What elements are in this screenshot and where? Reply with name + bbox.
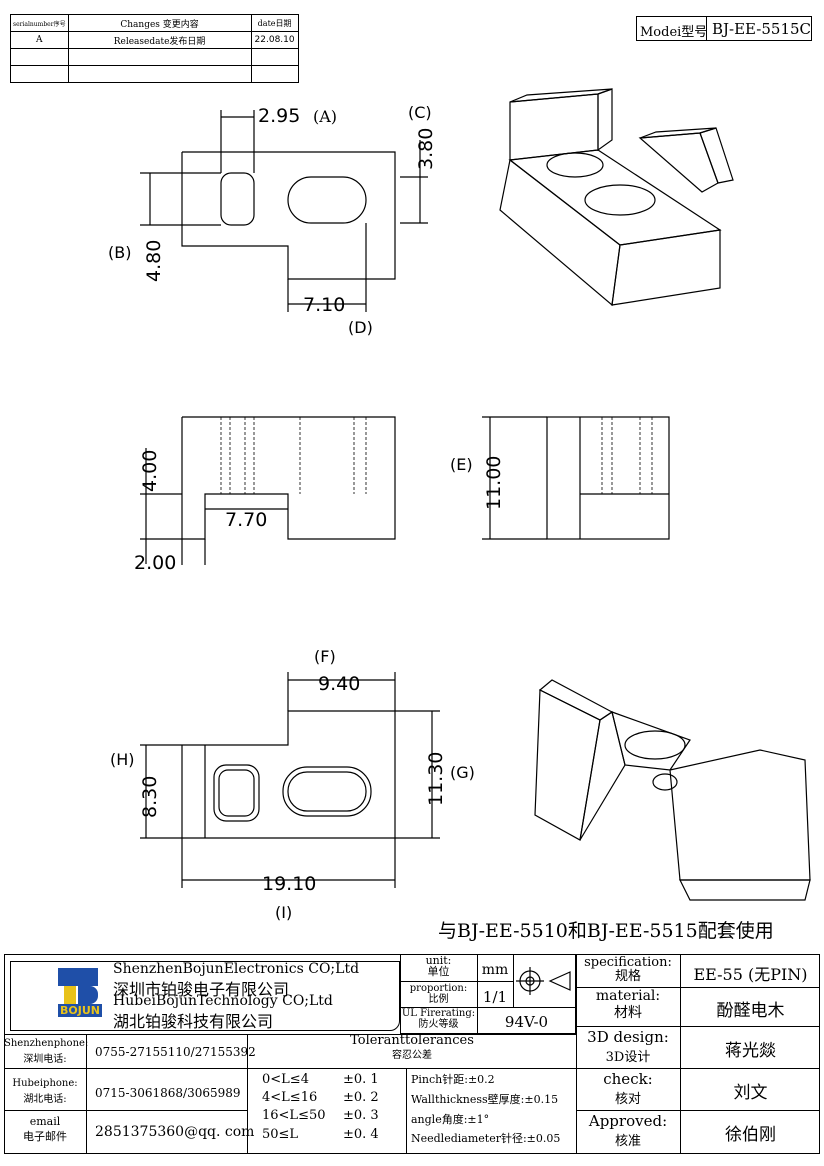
- logo-blue-curve: [78, 986, 98, 1004]
- tol-value-4: ±0. 4: [343, 1127, 379, 1142]
- company-name-cn-2: 湖北铂骏科技有限公司: [113, 1012, 274, 1031]
- tol-note-2: Wallthickness壁厚度:±0.15: [411, 1093, 559, 1106]
- tol-note-4: Needlediameter针径:±0.05: [411, 1132, 561, 1145]
- dim-i: 19.10: [262, 873, 316, 895]
- dim-g: 11.30: [425, 752, 447, 806]
- side-view: [482, 416, 670, 540]
- compatibility-note: 与BJ-EE-5510和BJ-EE-5515配套使用: [438, 920, 774, 942]
- top-view: [140, 110, 428, 312]
- dim-e-tag: (E): [450, 455, 473, 474]
- proportion-label: proportion:比例: [409, 983, 468, 1005]
- contact-value-hubei: 0715-3061868/3065989: [95, 1086, 241, 1100]
- tol-value-1: ±0. 1: [343, 1072, 379, 1087]
- model-value: BJ-EE-5515C: [712, 20, 812, 38]
- tol-value-2: ±0. 2: [343, 1090, 379, 1105]
- dim-a: 2.95: [258, 105, 300, 127]
- dim-c-tag: (C): [408, 103, 432, 122]
- dim-d-tag: (D): [348, 318, 373, 337]
- dim-i-tag: (I): [275, 903, 292, 922]
- revision-header-row: serialnumber序号 Changes 变更内容 date日期: [10, 14, 299, 32]
- dim-h-tag: (H): [110, 750, 135, 769]
- check-value: 刘文: [733, 1083, 768, 1103]
- unit-panel: [400, 954, 576, 1034]
- projection-symbol-icon: [516, 967, 571, 995]
- revision-table: serialnumber序号 Changes 变更内容 date日期 A Rel…: [10, 14, 299, 83]
- design3d-value: 蒋光燚: [725, 1041, 776, 1061]
- contact-value-email: 2851375360@qq. com: [95, 1124, 255, 1140]
- dim-g-tag: (G): [450, 763, 475, 782]
- dim-h: 8.30: [139, 776, 161, 818]
- dim-b-tag: (B): [108, 243, 131, 262]
- spec-value: EE-55 (无PIN): [693, 965, 808, 984]
- dim-f: 9.40: [318, 673, 360, 695]
- dim-c: 3.80: [415, 128, 437, 170]
- spec-panel: [576, 954, 820, 1154]
- company-name-en-1: ShenzhenBojunElectronics CO;Ltd: [113, 961, 360, 977]
- unit-label: unit:单位: [425, 954, 452, 978]
- approved-label: Approved:核准: [588, 1112, 668, 1149]
- contact-label-hubei: Hubeiphone:湖北电话:: [12, 1078, 78, 1105]
- dim-side-4: 4.00: [139, 450, 161, 492]
- dim-side-7-7: 7.70: [225, 509, 267, 531]
- check-label: check:核对: [603, 1070, 653, 1107]
- tol-note-3: angle角度:±1°: [411, 1113, 490, 1126]
- tol-range-4: 50≤L: [262, 1127, 299, 1142]
- isometric-view-bottom: [534, 679, 811, 901]
- logo: BOJUN: [58, 968, 102, 1018]
- revision-date: [250, 65, 299, 83]
- tol-range-1: 0<L≤4: [262, 1072, 309, 1087]
- material-value: 酚醛电木: [716, 1001, 785, 1021]
- dim-b: 4.80: [143, 240, 165, 282]
- tol-range-3: 16<L≤50: [262, 1108, 326, 1123]
- dim-f-tag: (F): [314, 647, 336, 666]
- approved-value: 徐伯刚: [725, 1125, 776, 1145]
- dim-side-2: 2.00: [134, 552, 176, 574]
- ul-value: 94V-0: [504, 1013, 549, 1031]
- isometric-view-top: [499, 88, 734, 307]
- model-label: Modei型号: [640, 25, 708, 40]
- unit-value: mm: [481, 962, 509, 978]
- technical-drawing: 2.95 (A) (C) 3.80 (B) 4.80 7.10 (D) 4.00…: [108, 88, 811, 922]
- spec-label: specification:规格: [584, 955, 672, 984]
- dim-a-tag: (A): [313, 107, 337, 126]
- logo-blue-block: [58, 968, 98, 986]
- material-label: material:材料: [595, 988, 661, 1021]
- tol-range-2: 4<L≤16: [262, 1090, 318, 1105]
- ul-label: UL Firerating:防火等级: [401, 1008, 476, 1030]
- revision-row: [10, 65, 299, 83]
- company-panel: [10, 961, 400, 1031]
- proportion-value: 1/1: [482, 988, 508, 1006]
- company-name-cn-1: 深圳市铂骏电子有限公司: [113, 980, 290, 999]
- company-name-en-2: HubeiBojunTechnology CO;Ltd: [113, 993, 333, 1009]
- dim-d: 7.10: [303, 294, 345, 316]
- model-box: Modei型号 BJ-EE-5515C: [636, 16, 812, 41]
- contact-label-shenzhen: Shenzhenphone:深圳电话:: [4, 1038, 89, 1065]
- front-view: [140, 416, 396, 565]
- contact-value-shenzhen: 0755-27155110/27155392: [95, 1045, 256, 1059]
- revision-row: [10, 48, 299, 66]
- dim-e: 11.00: [483, 456, 505, 510]
- design3d-label: 3D design:3D设计: [587, 1028, 669, 1065]
- logo-yellow-block: [64, 986, 76, 1004]
- logo-text: BOJUN: [58, 1004, 102, 1017]
- tol-note-1: Pinch针距:±0.2: [411, 1073, 495, 1086]
- tol-value-3: ±0. 3: [343, 1108, 379, 1123]
- bottom-view: [140, 672, 440, 888]
